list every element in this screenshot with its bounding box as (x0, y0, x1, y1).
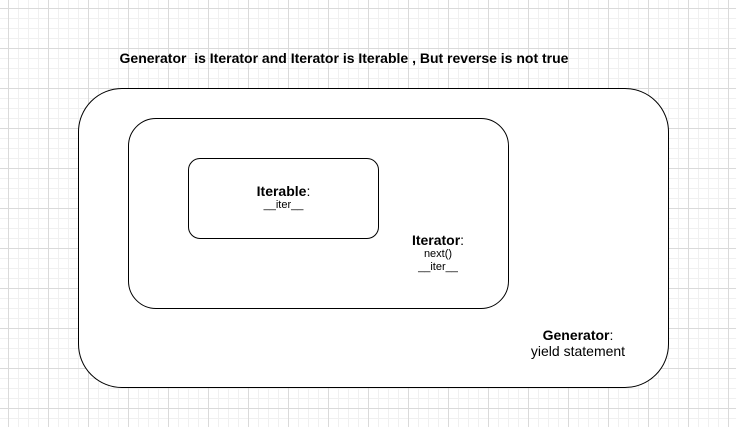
generator-name: Generator (542, 327, 610, 343)
iterator-label: Iterator: next() __iter__ (398, 232, 478, 273)
iterable-colon: : (306, 183, 311, 199)
generator-colon: : (609, 327, 614, 343)
diagram-title: Generator is Iterator and Iterator is It… (119, 50, 569, 66)
iterable-name: Iterable (256, 183, 307, 199)
iterator-name: Iterator (411, 232, 461, 248)
generator-label: Generator: yield statement (518, 327, 638, 359)
iterator-method-next: next() (423, 248, 453, 261)
iterable-box[interactable] (188, 158, 379, 239)
iterable-label: Iterable: __iter__ (188, 183, 379, 212)
generator-member-yield: yield statement (530, 343, 626, 360)
iterator-method-iter: __iter__ (418, 260, 458, 273)
iterable-method-iter: __iter__ (263, 199, 304, 212)
iterator-colon: : (460, 232, 465, 248)
